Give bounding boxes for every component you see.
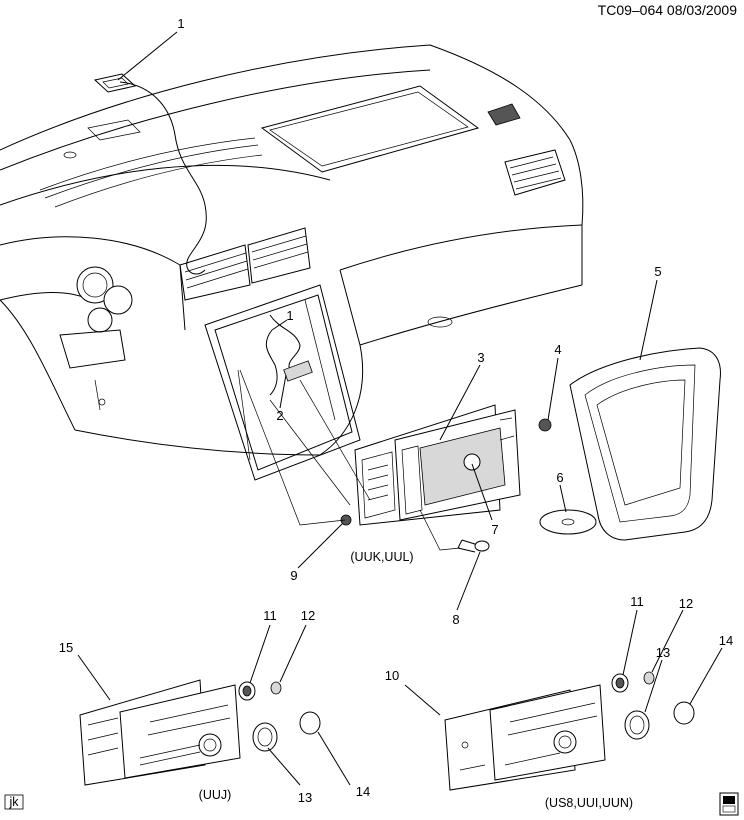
callout-14-right: 14 (719, 633, 733, 648)
caption-left: (UUJ) (199, 788, 232, 802)
cap-right (643, 671, 655, 685)
screw-fastener (457, 539, 490, 553)
callout-5: 5 (654, 264, 661, 279)
callout-1: 1 (177, 16, 184, 31)
callout-6: 6 (556, 470, 563, 485)
callout-8: 8 (452, 612, 459, 627)
callout-13-left: 13 (298, 790, 312, 805)
callout-2: 2 (276, 408, 283, 423)
antenna-harness (93, 73, 313, 396)
callout-14-left: 14 (356, 784, 370, 799)
knob-ring-left (238, 681, 256, 701)
callout-4: 4 (554, 342, 561, 357)
svg-text:jk: jk (8, 795, 19, 809)
alignment-guides (239, 369, 461, 551)
callout-1-harness: 1 (286, 308, 293, 323)
callout-labels: 1 1 2 3 4 5 6 7 8 9 11 12 15 13 14 10 11… (59, 16, 733, 805)
cap-left (270, 681, 282, 695)
caption-center: (UUK,UUL) (350, 550, 413, 564)
compact-disc (539, 509, 597, 535)
corner-mark: jk (4, 794, 24, 810)
knob-ring-right (611, 673, 629, 693)
caption-right: (US8,UUI,UUN) (545, 796, 633, 810)
knob-part (538, 418, 552, 432)
navigation-radio-assembly (354, 404, 521, 526)
callout-3: 3 (477, 350, 484, 365)
large-cap-left (299, 711, 321, 735)
radio-trim-bezel (569, 347, 721, 541)
radio-assembly-uuj (79, 679, 241, 786)
large-knob-right (624, 710, 650, 740)
callout-13-right: 13 (656, 645, 670, 660)
document-book-icon (719, 792, 739, 816)
callout-12-right: 12 (679, 596, 693, 611)
callout-15: 15 (59, 640, 73, 655)
radio-assembly-us8 (444, 684, 606, 791)
leader-lines (77, 31, 723, 786)
diagram-reference: TC09–064 08/03/2009 (598, 2, 738, 18)
callout-11-right: 11 (630, 594, 644, 609)
callout-7: 7 (491, 522, 498, 537)
large-cap-right (673, 701, 695, 725)
callout-11-left: 11 (263, 608, 277, 623)
callout-9: 9 (290, 568, 297, 583)
callout-12-left: 12 (301, 608, 315, 623)
instrument-panel (0, 44, 584, 481)
nut-fastener (340, 514, 352, 526)
callout-10: 10 (385, 668, 399, 683)
large-knob-left (252, 722, 278, 752)
